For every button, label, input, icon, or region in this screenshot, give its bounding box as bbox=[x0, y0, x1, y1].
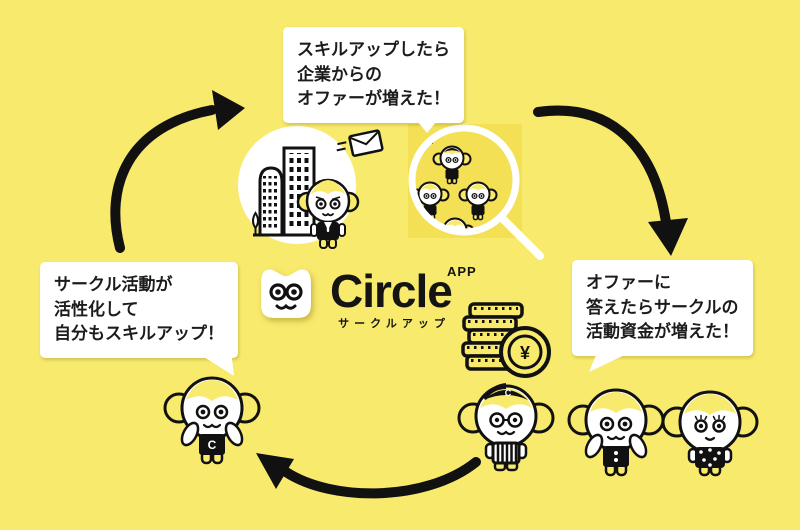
logo-wordmark: Circle bbox=[330, 265, 453, 317]
bubble-top-line1: スキルアップしたら bbox=[297, 40, 450, 59]
mail-envelope-icon bbox=[336, 129, 384, 157]
speech-bubble-top: スキルアップしたら 企業からの オファーが増えた！ bbox=[283, 27, 464, 123]
logo-subtitle: サークルアップ bbox=[338, 318, 450, 330]
circle-app-logo-icon bbox=[261, 269, 311, 318]
speech-bubble-right: オファーに 答えたらサークルの 活動資金が増えた！ bbox=[572, 260, 753, 356]
yen-coins-icon: ¥ bbox=[461, 302, 551, 378]
monkey-business-suit-icon bbox=[296, 178, 360, 249]
speech-bubble-left: サークル活動が 活性化して 自分もスキルアップ！ bbox=[40, 262, 238, 358]
monkey-flexing-c-shirt-icon: C bbox=[163, 376, 261, 465]
monkey-cap-striped-shirt-icon: C bbox=[457, 383, 555, 472]
bubble-right-line2: 答えたらサークルの bbox=[586, 297, 739, 317]
bubble-left-line3: 自分もスキルアップ！ bbox=[54, 324, 224, 344]
monkey-flexing-shorts-icon bbox=[567, 388, 665, 477]
shirt-letter: C bbox=[208, 438, 217, 452]
cap-letter: C bbox=[505, 388, 512, 398]
magnifier-group-photo-icon bbox=[408, 124, 544, 260]
office-buildings-icon bbox=[252, 146, 322, 237]
bubble-right-line3: 活動資金が増えた！ bbox=[586, 322, 739, 342]
yen-symbol: ¥ bbox=[520, 343, 530, 363]
bubble-left-line1: サークル活動が bbox=[54, 275, 173, 294]
logo-app-label: APP bbox=[447, 264, 477, 279]
bubble-top-line2: 企業からの bbox=[297, 64, 382, 84]
bubble-top-line3: オファーが増えた！ bbox=[297, 89, 450, 109]
bubble-left-line2: 活性化して bbox=[54, 299, 139, 319]
monkey-polkadot-dress-icon bbox=[661, 390, 759, 477]
bubble-right-line1: オファーに bbox=[586, 273, 671, 292]
